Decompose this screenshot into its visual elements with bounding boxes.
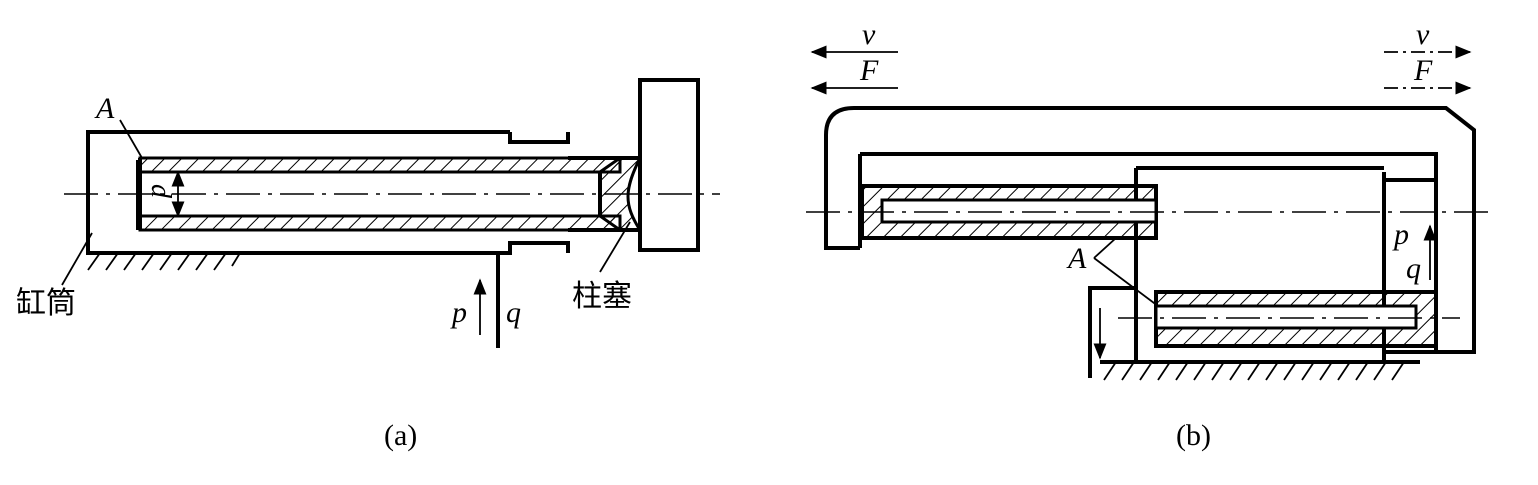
- force-label-right: F: [1413, 54, 1433, 87]
- outlet-pipe-b: [1088, 286, 1136, 378]
- area-leader-a: [119, 119, 143, 159]
- cylinder-leader-a: [61, 232, 93, 286]
- pressure-label-b: p: [1392, 218, 1409, 251]
- caption-a: (a): [384, 419, 417, 452]
- ground-hatch-b: [1100, 360, 1420, 381]
- velocity-label-left: v: [862, 18, 876, 51]
- flow-label-a: q: [506, 296, 521, 329]
- diameter-label-a: d: [145, 184, 176, 199]
- velocity-label-right: v: [1416, 18, 1430, 51]
- area-leader-b-upper: [1093, 237, 1117, 259]
- flow-label-b: q: [1406, 252, 1421, 285]
- ground-hatch-a: [87, 251, 241, 271]
- force-label-left: F: [859, 54, 879, 87]
- upper-plunger-b: [860, 184, 1158, 240]
- area-leader-b-lower: [1093, 257, 1159, 307]
- plunger-a: [138, 78, 700, 252]
- area-label-a: A: [94, 92, 115, 125]
- plunger-leader-a: [599, 221, 631, 273]
- figure-b: v F v F: [806, 18, 1496, 452]
- area-label-b: A: [1066, 242, 1087, 275]
- caption-b: (b): [1176, 419, 1211, 452]
- cylinder-barrel-a: [86, 130, 570, 255]
- moving-cylinder-inner-b: [858, 154, 1386, 186]
- lower-plunger-b: [1154, 290, 1438, 348]
- plunger-label: 柱塞: [572, 279, 632, 314]
- figure-a: d A 缸筒 柱塞 p q (a): [16, 78, 720, 452]
- plunger-head-a: [638, 78, 700, 252]
- pressure-label-a: p: [450, 296, 467, 329]
- cylinder-label: 缸筒: [16, 286, 76, 321]
